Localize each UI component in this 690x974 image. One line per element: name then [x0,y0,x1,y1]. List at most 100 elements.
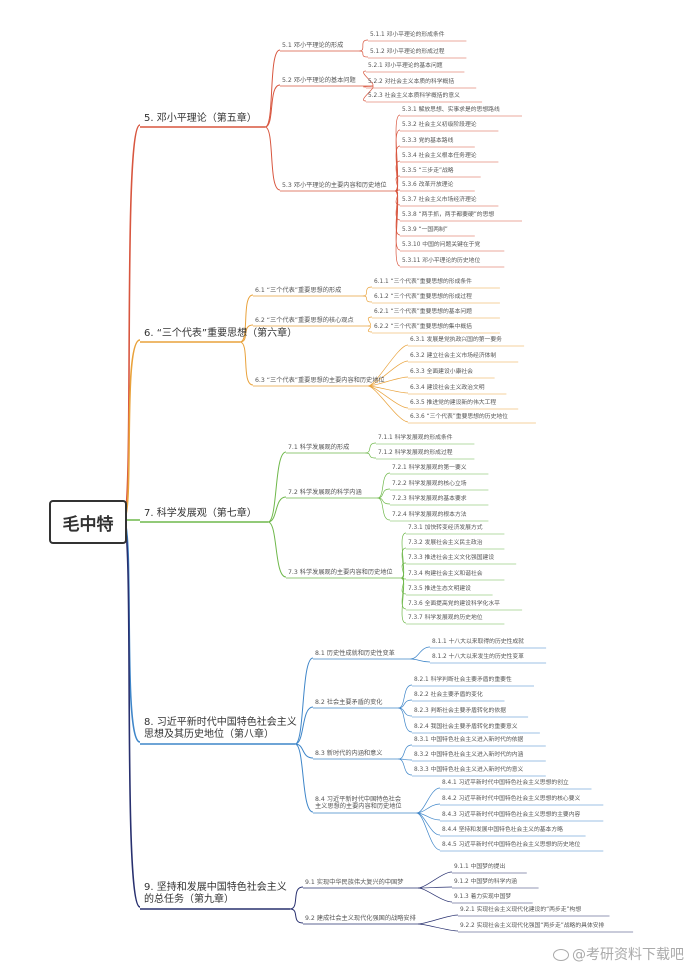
section-label: 5.3 邓小平理论的主要内容和历史地位 [282,182,387,189]
topic-item[interactable]: 6.3.3 全面建设小康社会 [410,369,473,375]
topic-item[interactable]: 8.4.2 习近平新时代中国特色社会主义思想的核心要义 [442,796,581,802]
section-label: 8.1 历史性成就和历史性变革 [315,650,395,657]
topic-item[interactable]: 8.2.2 社会主要矛盾的变化 [414,692,483,698]
topic-item[interactable]: 7.3.1 加快转变经济发展方式 [408,525,483,531]
topic-item[interactable]: 8.4.3 习近平新时代中国特色社会主义思想的主要内容 [442,812,581,818]
chapter-node[interactable]: 5. 邓小平理论（第五章） [144,113,257,125]
topic-item[interactable]: 7.3.2 发展社会主义民主政治 [408,540,483,546]
topic-item[interactable]: 5.3.5 “三步走”战略 [402,168,454,174]
topic-item[interactable]: 8.4.1 习近平新时代中国特色社会主义思想的创立 [442,780,569,786]
chapter-label: 思想及其历史地位（第八章） [144,728,274,740]
topic-item[interactable]: 5.3.8 “两手抓，两手都要硬”的思想 [402,212,495,218]
section-node[interactable]: 6.1 “三个代表”重要思想的形成 [255,287,341,294]
topic-item[interactable]: 6.3.6 “三个代表”重要思想的历史地位 [410,414,508,420]
topic-item[interactable]: 8.2.1 科学判断社会主要矛盾的重要性 [414,677,512,683]
section-label: 6.1 “三个代表”重要思想的形成 [255,287,342,294]
topic-item[interactable]: 7.3.5 推进生态文明建设 [408,586,471,592]
section-node[interactable]: 8.4 习近平新时代中国特色社会主义思想的主要内容和历史地位 [315,796,402,810]
topic-item[interactable]: 5.1.1 邓小平理论的形成条件 [370,32,445,38]
topic-item[interactable]: 6.1.1 “三个代表”重要思想的形成条件 [374,279,472,285]
topic-item[interactable]: 5.3.9 “一国两制” [402,227,448,233]
section-node[interactable]: 8.3 新时代的内涵和意义 [315,750,383,757]
topic-item[interactable]: 6.2.2 “三个代表”重要思想的集中概括 [374,324,472,330]
section-label: 5.1 邓小平理论的形成 [282,42,344,49]
topic-item[interactable]: 7.2.3 科学发展观的基本要求 [392,496,467,502]
topic-item[interactable]: 5.3.2 社会主义初级阶段理论 [402,122,477,128]
chapter-label: 7. 科学发展观（第七章） [144,508,257,519]
topic-item[interactable]: 7.2.1 科学发展观的第一要义 [392,465,467,471]
section-label: 8.4 习近平新时代中国特色社会 [315,796,402,803]
section-node[interactable]: 5.3 邓小平理论的主要内容和历史地位 [282,182,387,189]
topic-item[interactable]: 9.2.1 实现社会主义现代化建设的“两步走”构想 [460,907,582,913]
topic-item[interactable]: 5.3.11 邓小平理论的历史地位 [402,258,481,264]
topic-item[interactable]: 5.3.1 解放思想、实事求是的思想路线 [402,107,500,113]
topic-item[interactable]: 5.1.2 邓小平理论的形成过程 [370,49,445,55]
topic-item[interactable]: 5.3.3 党的基本路线 [402,138,454,144]
section-node[interactable]: 5.1 邓小平理论的形成 [282,42,343,49]
section-node[interactable]: 8.2 社会主要矛盾的变化 [315,699,383,706]
topic-item[interactable]: 8.4.5 习近平新时代中国特色社会主义思想的历史地位 [442,842,581,848]
chapter-node[interactable]: 9. 坚持和发展中国特色社会主义的总任务（第九章） [144,882,287,905]
topic-item[interactable]: 8.4.4 坚持和发展中国特色社会主义的基本方略 [442,827,563,833]
topic-item[interactable]: 6.3.5 推进党的建设新的伟大工程 [410,400,497,406]
topic-item[interactable]: 7.3.6 全面提高党的建设科学化水平 [408,601,500,607]
topic-item[interactable]: 5.2.1 邓小平理论的基本问题 [368,63,443,69]
chapter-label: 的总任务（第九章） [144,893,234,905]
topic-item[interactable]: 6.3.4 建设社会主义政治文明 [410,385,485,391]
topic-item[interactable]: 8.1.2 十八大以来发生的历史性变革 [432,654,524,660]
section-node[interactable]: 6.2 “三个代表”重要思想的核心观点 [255,317,354,324]
section-label: 7.2 科学发展观的科学内涵 [288,489,362,496]
chapter-label: 5. 邓小平理论（第五章） [144,113,257,124]
topic-item[interactable]: 9.2.2 实现社会主义现代化强国“两步走”战略的具体安排 [460,923,605,929]
topic-item[interactable]: 5.2.2 对社会主义本质的科学概括 [368,79,455,85]
section-label: 9.1 实现中华民族伟大复兴的中国梦 [305,879,404,886]
topic-item[interactable]: 7.1.1 科学发展观的形成条件 [378,435,453,441]
topic-item[interactable]: 8.3.1 中国特色社会主义进入新时代的依据 [414,737,524,743]
topic-item[interactable]: 8.1.1 十八大以来取得的历史性成就 [432,639,524,645]
topic-item[interactable]: 5.2.3 社会主义本质科学概括的意义 [368,93,460,99]
topic-item[interactable]: 6.3.2 建立社会主义市场经济体制 [410,353,497,359]
topic-item[interactable]: 7.3.3 推进社会主义文化强国建设 [408,555,495,561]
topic-item[interactable]: 8.2.4 我国社会主要矛盾转化的重要意义 [414,724,518,730]
topic-item[interactable]: 7.3.7 科学发展观的历史地位 [408,615,483,621]
topic-item[interactable]: 6.1.2 “三个代表”重要思想的形成过程 [374,294,472,300]
chapter-node[interactable]: 8. 习近平新时代中国特色社会主义思想及其历史地位（第八章） [144,717,297,740]
chapter-node[interactable]: 6. “三个代表”重要思想（第六章） [144,328,297,340]
topic-item[interactable]: 6.2.1 “三个代表”重要思想的基本问题 [374,309,472,315]
topic-item[interactable]: 9.1.3 着力实现中国梦 [454,894,512,900]
section-node[interactable]: 9.1 实现中华民族伟大复兴的中国梦 [305,879,403,886]
section-node[interactable]: 7.3 科学发展观的主要内容和历史地位 [288,569,393,576]
section-label: 6.2 “三个代表”重要思想的核心观点 [255,317,354,324]
section-node[interactable]: 7.2 科学发展观的科学内涵 [288,489,362,496]
root-node[interactable]: 毛中特 [49,500,127,544]
topic-item[interactable]: 7.3.4 构建社会主义和谐社会 [408,571,483,577]
section-label: 7.1 科学发展观的形成 [288,444,350,451]
topic-item[interactable]: 5.3.7 社会主义市场经济理论 [402,197,477,203]
section-label: 5.2 邓小平理论的基本问题 [282,77,356,84]
topic-item[interactable]: 8.3.3 中国特色社会主义进入新时代的意义 [414,767,524,773]
topic-item[interactable]: 6.3.1 发展是党执政兴国的第一要务 [410,337,502,343]
topic-item[interactable]: 5.3.4 社会主义根本任务理论 [402,153,477,159]
section-label: 主义思想的主要内容和历史地位 [315,803,402,811]
chapter-label: 8. 习近平新时代中国特色社会主义 [144,717,297,728]
topic-item[interactable]: 5.3.6 改革开放理论 [402,182,454,188]
section-node[interactable]: 9.2 建成社会主义现代化强国的战略安排 [305,915,416,922]
topic-item[interactable]: 7.2.4 科学发展观的根本方法 [392,512,467,518]
topic-item[interactable]: 5.3.10 中国的问题关键在于党 [402,242,481,248]
watermark-text: @考研资料下载吧 [572,947,684,963]
weibo-icon [553,949,569,961]
section-node[interactable]: 7.1 科学发展观的形成 [288,444,349,451]
topic-item[interactable]: 7.1.2 科学发展观的形成过程 [378,450,453,456]
section-label: 8.2 社会主要矛盾的变化 [315,699,383,706]
watermark: @考研资料下载吧 [553,944,684,964]
topic-item[interactable]: 7.2.2 科学发展观的核心立场 [392,481,467,487]
section-node[interactable]: 8.1 历史性成就和历史性变革 [315,650,395,657]
chapter-node[interactable]: 7. 科学发展观（第七章） [144,508,257,520]
topic-item[interactable]: 8.2.3 判断社会主要矛盾转化的依据 [414,708,506,714]
topic-item[interactable]: 9.1.2 中国梦的科学内涵 [454,879,517,885]
section-node[interactable]: 6.3 “三个代表”重要思想的主要内容和历史地位 [255,377,385,384]
topic-item[interactable]: 9.1.1 中国梦的提出 [454,864,506,870]
section-node[interactable]: 5.2 邓小平理论的基本问题 [282,77,356,84]
topic-item[interactable]: 8.3.2 中国特色社会主义进入新时代的内涵 [414,752,524,758]
